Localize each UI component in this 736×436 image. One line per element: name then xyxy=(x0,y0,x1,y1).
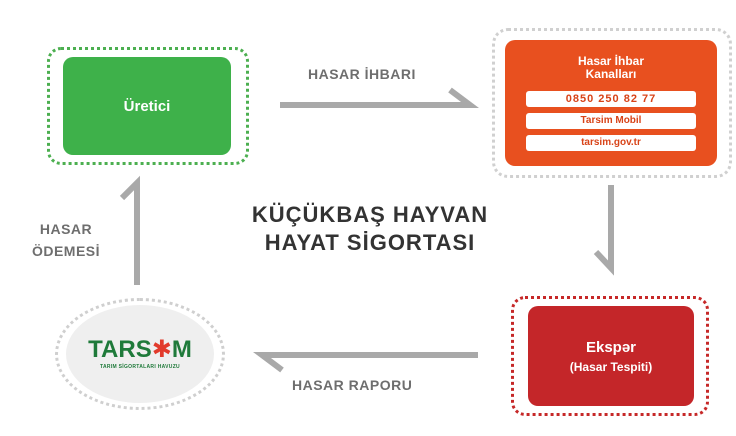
tarsim-logo-subtitle: TARIM SİGORTALARI HAVUZU xyxy=(100,364,180,370)
producer-label: Üretici xyxy=(123,97,171,115)
phone-number: 0850 250 82 77 xyxy=(526,91,696,107)
channels-title: Hasar İhbar Kanalları xyxy=(577,54,645,81)
edge-label-bottom: HASAR RAPORU xyxy=(292,377,413,393)
edge-label-top: HASAR İHBARI xyxy=(308,66,416,82)
damage-channels-box: Hasar İhbar Kanalları 0850 250 82 77 Tar… xyxy=(505,40,717,166)
arrow-report-damage xyxy=(280,87,479,108)
edge-label-left: HASAR ÖDEMESİ xyxy=(31,221,101,259)
arrow-to-expert xyxy=(593,185,614,276)
diagram-title: KÜÇÜKBAŞ HAYVAN HAYAT SİGORTASI xyxy=(251,202,489,255)
producer-node-border xyxy=(47,47,249,165)
expert-label: Ekspər xyxy=(585,338,637,356)
expert-sublabel: (Hasar Tespiti) xyxy=(569,359,653,374)
tarsim-logo: TARS✱M xyxy=(88,336,192,363)
star-icon: ✱ xyxy=(151,336,172,363)
website-channel: tarsim.gov.tr xyxy=(526,135,696,151)
producer-box: Üretici xyxy=(63,57,231,155)
expert-box: Ekspər (Hasar Tespiti) xyxy=(528,306,694,406)
mobile-app-channel: Tarsim Mobil xyxy=(526,113,696,129)
tarsim-logo-circle: TARS✱M TARIM SİGORTALARI HAVUZU xyxy=(66,305,214,403)
expert-node-border xyxy=(511,296,709,416)
arrow-damage-report xyxy=(253,352,478,373)
tarsim-node-border xyxy=(55,298,225,410)
arrow-damage-payment xyxy=(119,175,140,285)
channels-node-border xyxy=(492,28,732,178)
